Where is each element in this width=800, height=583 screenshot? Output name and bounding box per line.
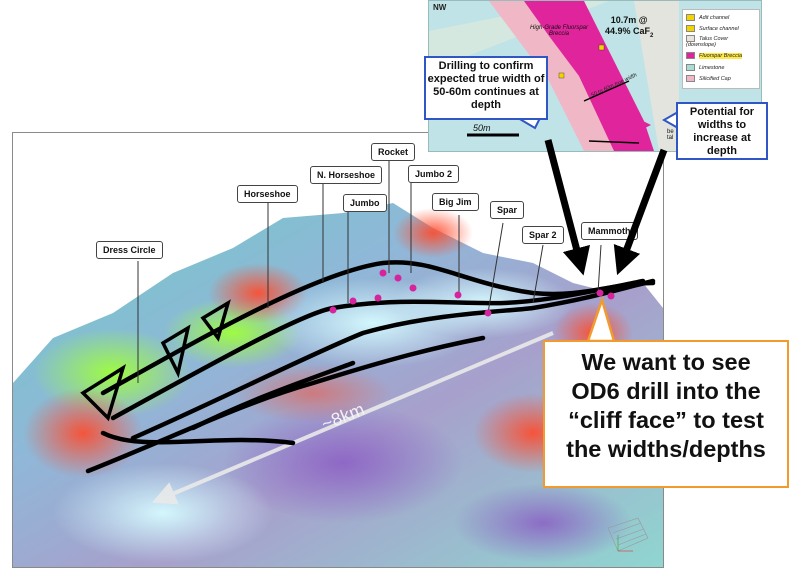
inset-legend: Adit channel Surface channel Talus Cover… — [682, 9, 760, 89]
prospect-label-dress-circle: Dress Circle — [96, 241, 163, 259]
breccia-label: High-Grade Fluorspar Breccia — [529, 25, 589, 37]
legend-label: Surface channel — [699, 25, 739, 32]
legend-swatch — [686, 14, 695, 21]
structure-lines — [85, 260, 656, 474]
legend-label: Fluorspar Breccia — [699, 52, 743, 59]
leader-lines — [137, 159, 602, 383]
prospect-label-spar-2: Spar 2 — [522, 226, 564, 244]
legend-item-adit: Adit channel — [686, 14, 729, 21]
prospect-label-jumbo-2: Jumbo 2 — [408, 165, 460, 183]
intercept-subscript: 2 — [650, 32, 654, 39]
terrain-map: ~8km — [12, 132, 664, 568]
legend-label: Adit channel — [699, 14, 730, 21]
prospect-label-big-jim: Big Jim — [432, 193, 479, 211]
callout-potential: Potential for widths to increase at dept… — [676, 102, 768, 160]
legend-label: Talus Cover (downslope) — [686, 35, 729, 48]
main-callout-line-2: OD6 drill into the — [571, 377, 761, 404]
axis-gizmo — [607, 517, 649, 552]
main-callout-line-1: We want to see — [581, 349, 751, 375]
main-callout: We want to see OD6 drill into the “cliff… — [543, 340, 789, 488]
intercept-line-1: 10.7m @ — [610, 15, 648, 25]
terrain-svg: ~8km — [13, 159, 663, 567]
intercept-label: 10.7m @ 44.9% CaF2 — [605, 15, 653, 40]
legend-item-talus: Talus Cover (downslope) — [686, 35, 758, 48]
prospect-label-spar: Spar — [490, 201, 525, 219]
inset-edge-text: be tal — [667, 129, 674, 141]
legend-item-silicified: Silicified Cap — [686, 75, 731, 82]
main-callout-line-3: “cliff face” to test — [568, 406, 764, 433]
rig-markers — [80, 299, 231, 422]
prospect-label-mammoth: Mammoth — [581, 222, 638, 240]
scale-label: 50m — [473, 123, 491, 133]
prospect-label-horseshoe: Horseshoe — [237, 185, 298, 203]
prospect-label-jumbo: Jumbo — [343, 194, 387, 212]
legend-swatch — [686, 52, 695, 59]
legend-label: Silicified Cap — [699, 75, 731, 82]
legend-swatch — [686, 25, 695, 32]
main-callout-line-4: the widths/depths — [566, 435, 766, 462]
legend-item-limestone: Limestone — [686, 64, 724, 71]
callout-drilling: Drilling to confirm expected true width … — [424, 56, 548, 120]
legend-item-surface: Surface channel — [686, 25, 739, 32]
distance-arrow — [151, 331, 554, 505]
intercept-line-2: 44.9% CaF2 — [605, 26, 653, 40]
intercept-grade: 44.9% CaF — [605, 25, 651, 36]
legend-swatch — [686, 75, 695, 82]
prospect-label-n-horseshoe: N. Horseshoe — [310, 166, 383, 184]
legend-label: Limestone — [699, 64, 725, 71]
legend-swatch — [686, 64, 695, 71]
drillholes — [329, 269, 615, 317]
prospect-label-rocket: Rocket — [371, 143, 416, 161]
inset-direction: NW — [433, 3, 447, 12]
legend-item-breccia: Fluorspar Breccia — [686, 52, 743, 59]
